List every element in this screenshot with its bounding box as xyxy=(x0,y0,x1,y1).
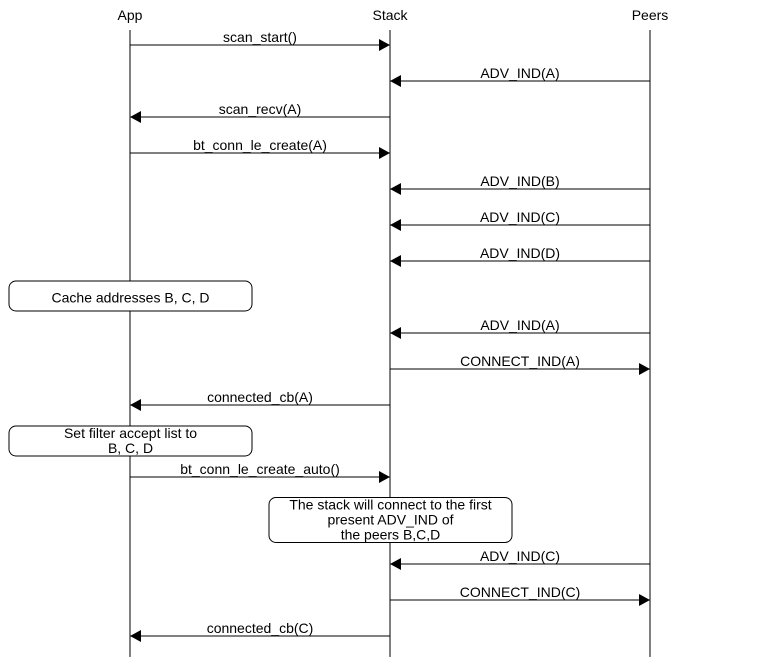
message-3: bt_conn_le_create(A) xyxy=(130,137,390,159)
message-label: CONNECT_IND(A) xyxy=(460,353,580,369)
note-box xyxy=(8,280,253,312)
note-box xyxy=(268,497,513,543)
actor-label-stack: Stack xyxy=(372,7,408,23)
message-label: CONNECT_IND(C) xyxy=(460,584,581,600)
message-label: scan_start() xyxy=(223,29,297,45)
actor-label-app: App xyxy=(118,7,143,23)
message-8: ADV_IND(A) xyxy=(390,317,650,339)
note-box xyxy=(8,425,253,457)
message-label: bt_conn_le_create_auto() xyxy=(180,461,340,477)
message-label: bt_conn_le_create(A) xyxy=(193,137,327,153)
message-9: CONNECT_IND(A) xyxy=(390,353,650,375)
message-16: connected_cb(C) xyxy=(130,620,390,642)
message-2: scan_recv(A) xyxy=(130,101,390,123)
message-label: ADV_IND(B) xyxy=(480,173,559,189)
note-11: Set filter accept list toB, C, D xyxy=(8,425,253,457)
note-line: the peers B,C,D xyxy=(341,527,441,543)
note-line: present ADV_IND of xyxy=(327,512,453,528)
message-label: connected_cb(C) xyxy=(207,620,314,636)
note-13: The stack will connect to the firstprese… xyxy=(268,497,513,543)
message-label: ADV_IND(A) xyxy=(480,317,559,333)
message-label: connected_cb(A) xyxy=(207,389,313,405)
message-10: connected_cb(A) xyxy=(130,389,390,411)
message-12: bt_conn_le_create_auto() xyxy=(130,461,390,483)
diagram-steps: scan_start() ADV_IND(A) scan_recv(A) bt_con… xyxy=(8,29,650,642)
note-line: B, C, D xyxy=(108,440,153,456)
message-6: ADV_IND(D) xyxy=(390,245,650,267)
message-label: ADV_IND(A) xyxy=(480,65,559,81)
message-label: ADV_IND(C) xyxy=(480,548,560,564)
message-label: ADV_IND(D) xyxy=(480,245,560,261)
note-7: Cache addresses B, C, D xyxy=(8,280,253,312)
message-1: ADV_IND(A) xyxy=(390,65,650,87)
message-14: ADV_IND(C) xyxy=(390,548,650,570)
message-label: scan_recv(A) xyxy=(219,101,301,117)
note-line: Cache addresses B, C, D xyxy=(52,290,210,306)
note-line: The stack will connect to the first xyxy=(289,497,491,513)
message-label: ADV_IND(C) xyxy=(480,209,560,225)
actor-labels: App Stack Peers xyxy=(118,7,669,23)
actor-label-peers: Peers xyxy=(632,7,669,23)
lifelines xyxy=(129,30,651,657)
message-5: ADV_IND(C) xyxy=(390,209,650,231)
note-line: Set filter accept list to xyxy=(64,425,197,441)
message-15: CONNECT_IND(C) xyxy=(390,584,650,606)
message-0: scan_start() xyxy=(130,29,390,51)
message-4: ADV_IND(B) xyxy=(390,173,650,195)
